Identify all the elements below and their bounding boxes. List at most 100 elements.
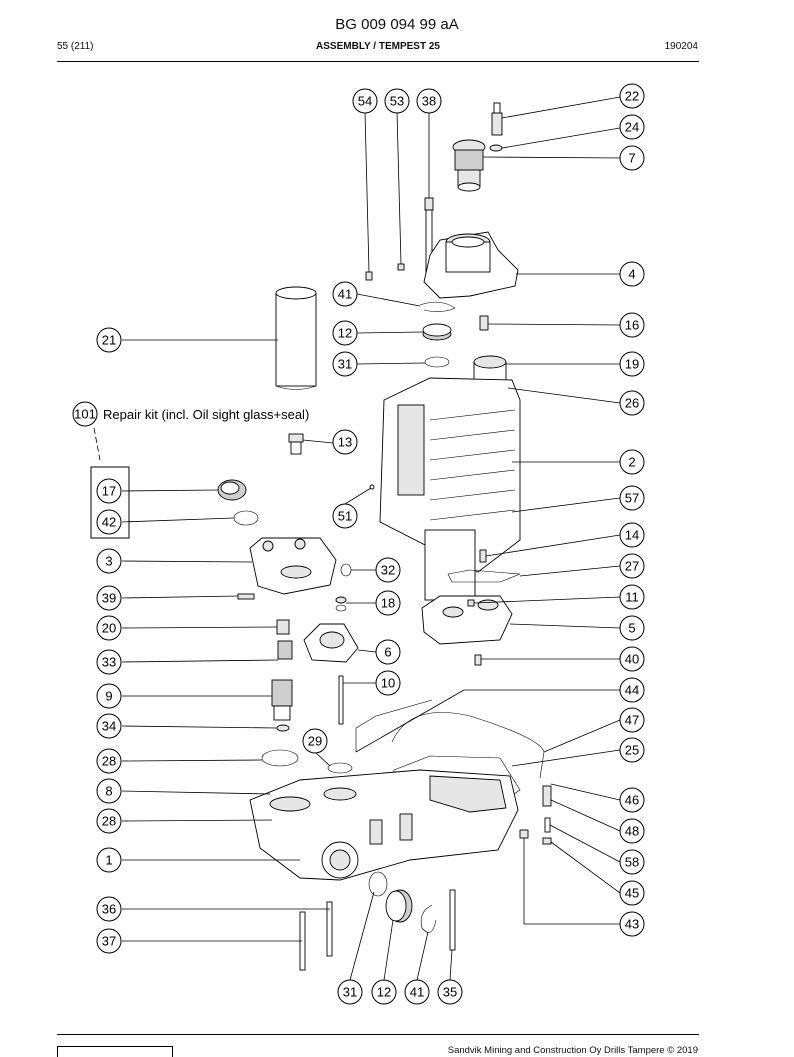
callout-28: 28 (96, 808, 122, 834)
callout-circle (619, 449, 645, 475)
callout-45: 45 (619, 880, 645, 906)
callout-39: 39 (96, 585, 122, 611)
callout-circle (384, 88, 410, 114)
part-41-snap-ring-b (420, 904, 437, 933)
parts-layer (217, 102, 552, 971)
callout-57: 57 (619, 485, 645, 511)
part-34-ring (276, 724, 290, 732)
part-41-snap-ring (419, 301, 456, 312)
callout-circle (619, 615, 645, 641)
part-42-seal (233, 510, 259, 526)
callout-40: 40 (619, 646, 645, 672)
callout-7: 7 (619, 145, 645, 171)
callout-3: 3 (96, 548, 122, 574)
callout-number: 25 (625, 743, 639, 758)
callout-number: 16 (625, 318, 639, 333)
callout-number: 34 (102, 719, 116, 734)
part-46-fitting (542, 785, 552, 807)
callout-circle (619, 646, 645, 672)
callout-circle (96, 649, 122, 675)
callout-circle (619, 83, 645, 109)
callout-101-number: 101 (74, 407, 96, 422)
callout-number: 24 (625, 120, 639, 135)
callout-circle (332, 281, 358, 307)
callout-number: 53 (390, 94, 404, 109)
part-13-plug (288, 433, 304, 455)
callout-17: 17 (96, 478, 122, 504)
part-10-rod (338, 675, 344, 725)
part-36-bolt (326, 901, 333, 957)
callout-circle (96, 615, 122, 641)
part-33-spring (277, 640, 293, 660)
callout-circle (619, 849, 645, 875)
part-18-nut (335, 596, 347, 612)
part-47-hose (391, 712, 545, 779)
callout-11: 11 (619, 584, 645, 610)
callout-32: 32 (375, 557, 401, 583)
callout-number: 46 (625, 793, 639, 808)
callout-number: 43 (625, 917, 639, 932)
callout-25: 25 (619, 737, 645, 763)
callout-number: 12 (338, 326, 352, 341)
part-6-flange (303, 623, 359, 663)
callout-16: 16 (619, 312, 645, 338)
callout-circle (437, 979, 463, 1005)
callout-number: 42 (102, 515, 116, 530)
callout-number: 28 (102, 754, 116, 769)
callout-37: 37 (96, 928, 122, 954)
part-11-plug (467, 599, 475, 607)
callout-number: 18 (381, 596, 395, 611)
part-35-bolt (449, 889, 456, 951)
callout-number: 4 (628, 267, 635, 282)
callout-number: 40 (625, 652, 639, 667)
callout-4: 4 (619, 261, 645, 287)
callout-27: 27 (619, 553, 645, 579)
part-24-oring (489, 144, 503, 152)
part-3-block (249, 537, 337, 595)
callout-circle (619, 677, 645, 703)
callout-number: 12 (377, 985, 391, 1000)
part-39-screw (237, 593, 255, 600)
callout-circle (96, 327, 122, 353)
callout-14: 14 (619, 522, 645, 548)
callout-circle (404, 979, 430, 1005)
part-44-hose (355, 699, 433, 752)
callout-circle (619, 787, 645, 813)
callout-44: 44 (619, 677, 645, 703)
callout-circle (332, 320, 358, 346)
sandvik-logo (57, 1046, 173, 1057)
callout-24: 24 (619, 114, 645, 140)
callout-31: 31 (332, 351, 358, 377)
callout-number: 35 (443, 985, 457, 1000)
callout-number: 9 (105, 689, 112, 704)
callout-number: 45 (625, 886, 639, 901)
part-43-nut (519, 829, 529, 839)
callout-12: 12 (371, 979, 397, 1005)
callout-circle (619, 880, 645, 906)
part-27-gasket (447, 569, 521, 583)
callout-circle (96, 548, 122, 574)
callout-circle (96, 683, 122, 709)
part-48-pin (544, 817, 551, 833)
callout-circle (302, 728, 328, 754)
callout-number: 31 (343, 985, 357, 1000)
callout-10: 10 (375, 670, 401, 696)
callout-circle (619, 553, 645, 579)
callout-47: 47 (619, 707, 645, 733)
callout-number: 1 (105, 853, 112, 868)
header-rule (57, 61, 699, 62)
callout-circle (619, 522, 645, 548)
part-12-cover (422, 323, 452, 341)
repair-kit-label: Repair kit (incl. Oil sight glass+seal) (103, 407, 309, 422)
part-54-screw (365, 271, 373, 281)
callout-number: 19 (625, 357, 639, 372)
callout-circle (619, 707, 645, 733)
part-12-cover-b (385, 889, 413, 923)
callout-number: 27 (625, 559, 639, 574)
part-2-main-housing (379, 377, 521, 601)
callout-circle (416, 88, 442, 114)
callout-circle (96, 478, 122, 504)
part-53-pin (397, 263, 405, 271)
callout-circle (96, 808, 122, 834)
